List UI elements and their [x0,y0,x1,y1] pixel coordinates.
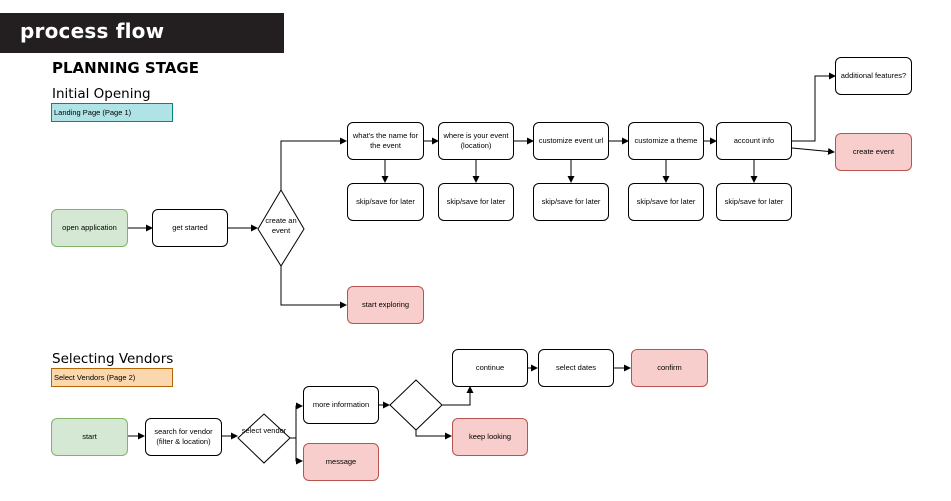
edge-decision-to-name [280,137,347,190]
edge-select-to-message [295,438,303,465]
node-additional-features: additional features? [835,57,912,95]
node-skip-3: skip/save for later [533,183,609,221]
decision-diamond-more-info [389,379,443,431]
edge-account-to-features [792,72,836,142]
edge-decision-to-explore [280,266,347,309]
banner-title: process flow [20,19,165,43]
node-keep-looking: keep looking [452,418,528,456]
page-tag-landing: Landing Page (Page 1) [51,103,173,122]
node-confirm: confirm [631,349,708,387]
node-continue: continue [452,349,528,387]
node-customize-theme: customize a theme [628,122,704,160]
node-start: start [51,418,128,456]
node-skip-4: skip/save for later [628,183,704,221]
node-start-exploring: start exploring [347,286,424,324]
node-more-information: more information [303,386,379,424]
section-title-selecting-vendors: Selecting Vendors [52,351,174,367]
edge-diamond-to-keeplooking [415,430,452,440]
node-create-event: create event [835,133,912,171]
node-customize-url: customize event url [533,122,609,160]
decision-diamond-select-vendor [237,413,291,464]
node-select-dates: select dates [538,349,614,387]
section-title-initial-opening: Initial Opening [52,86,151,102]
node-event-name: what's the name for the event [347,122,424,160]
node-event-location: where is your event (location) [438,122,514,160]
title-banner: process flow [0,13,284,53]
decision-select-vendor-label: select vendor [241,426,287,435]
node-search-vendor: search for vendor (filter & location) [145,418,222,456]
edge-diamond-to-continue [442,386,474,406]
edge-select-to-moreinfo [290,402,303,439]
node-get-started: get started [152,209,228,247]
stage-title: PLANNING STAGE [52,59,199,77]
decision-create-event-label: create an event [265,216,297,235]
node-skip-5: skip/save for later [716,183,792,221]
node-account-info: account info [716,122,792,160]
page-tag-select-vendors: Select Vendors (Page 2) [51,368,173,387]
node-message: message [303,443,379,481]
node-open-application: open application [51,209,128,247]
edge-account-to-create [791,147,835,155]
node-skip-1: skip/save for later [347,183,424,221]
node-skip-2: skip/save for later [438,183,514,221]
